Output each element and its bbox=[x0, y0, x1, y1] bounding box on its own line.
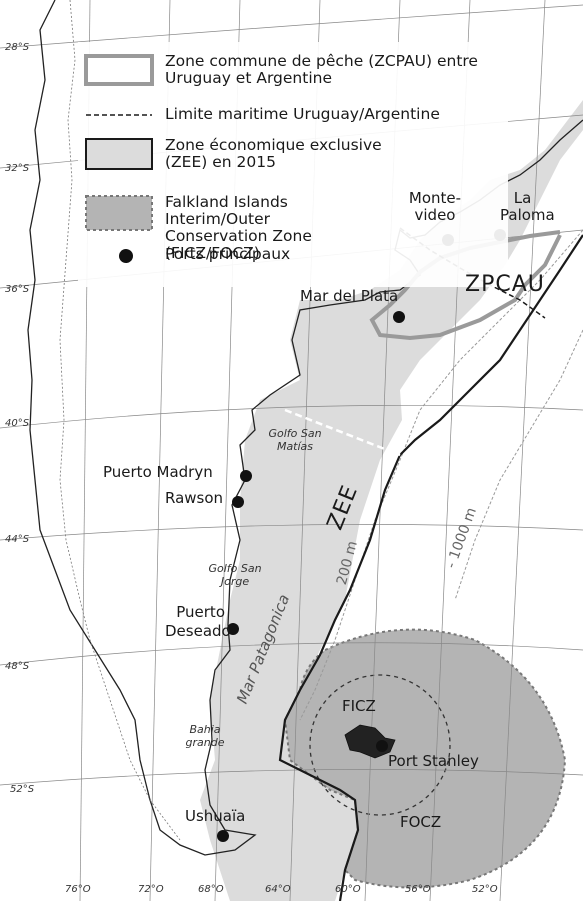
legend-zcpau-swatch bbox=[84, 54, 154, 86]
port-stanley bbox=[376, 740, 388, 752]
legend-zcpau-label: Zone commune de pêche (ZCPAU) entre Urug… bbox=[165, 52, 478, 87]
lon-56: 56°O bbox=[405, 884, 431, 895]
isobath-200 bbox=[299, 229, 583, 721]
port-mar-del-plata bbox=[393, 311, 405, 323]
lat-36: 36°S bbox=[5, 284, 30, 295]
legend-ficz-label: Falkland Islands Interim/Outer Conservat… bbox=[165, 193, 312, 262]
label-la-paloma: La Paloma bbox=[500, 189, 555, 224]
label-puerto-madryn: Puerto Madryn bbox=[103, 463, 213, 481]
lat-48: 48°S bbox=[5, 661, 30, 672]
lat-52: 52°S bbox=[10, 784, 35, 795]
label-mar-del-plata: Mar del Plata bbox=[300, 287, 399, 305]
san-matias-limit bbox=[284, 408, 401, 457]
ficz-inner-circle bbox=[309, 674, 451, 816]
lon-72: 72°O bbox=[138, 884, 164, 895]
lat-40: 40°S bbox=[5, 418, 30, 429]
label-ficz: FICZ bbox=[342, 697, 376, 715]
lon-60: 60°O bbox=[335, 884, 361, 895]
label-ushuaia: Ushuaïa bbox=[185, 807, 246, 825]
isobath-1000 bbox=[454, 329, 583, 601]
legend-limit-label: Limite maritime Uruguay/Argentine bbox=[165, 105, 440, 123]
inner-border-line bbox=[59, 0, 181, 841]
lon-76: 76°O bbox=[65, 884, 91, 895]
lat-28: 28°S bbox=[5, 42, 30, 53]
legend-zee-swatch bbox=[85, 138, 153, 170]
label-montevideo: Monte-video bbox=[408, 189, 462, 224]
legend-zee-label: Zone économique exclusive (ZEE) en 2015 bbox=[165, 136, 382, 171]
port-puerto-madryn bbox=[240, 470, 252, 482]
label-puerto-deseado: Puerto Deseado bbox=[165, 603, 231, 640]
port-puerto-deseado bbox=[227, 623, 239, 635]
lon-52: 52°O bbox=[472, 884, 498, 895]
port-ushuaia bbox=[217, 830, 229, 842]
lon-68: 68°O bbox=[198, 884, 224, 895]
ficz-focz-area bbox=[283, 628, 567, 889]
label-bahia-grande: Bahia grande bbox=[185, 723, 225, 749]
lon-64: 64°O bbox=[265, 884, 291, 895]
label-golfo-san-jorge: Golfo San Jorge bbox=[208, 562, 262, 588]
lat-32: 32°S bbox=[5, 163, 30, 174]
port-rawson bbox=[232, 496, 244, 508]
legend-ports-label: Ports principaux bbox=[165, 245, 291, 263]
legend-port-swatch bbox=[119, 249, 133, 263]
label-golfo-san-matias: Golfo San Matías bbox=[268, 427, 322, 453]
zee-limit-line bbox=[278, 234, 583, 901]
label-port-stanley: Port Stanley bbox=[388, 752, 479, 770]
legend-ficz-swatch bbox=[85, 195, 153, 231]
label-rawson: Rawson bbox=[165, 489, 224, 507]
label-focz: FOCZ bbox=[400, 813, 442, 831]
zee-area bbox=[200, 100, 583, 901]
lat-44: 44°S bbox=[5, 534, 30, 545]
label-zpcau: ZPCAU bbox=[465, 272, 545, 297]
